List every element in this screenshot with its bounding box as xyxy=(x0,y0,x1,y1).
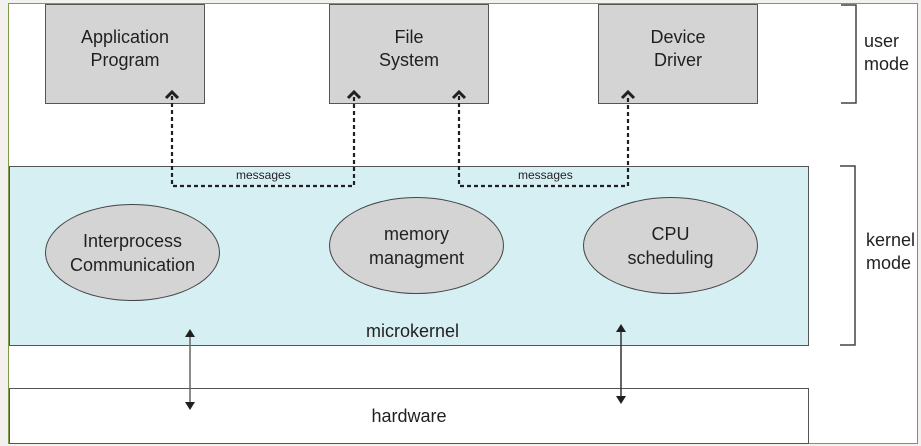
interprocess-communication-label: Interprocess Communication xyxy=(69,230,196,275)
cpu-scheduling-ellipse: CPU scheduling xyxy=(583,197,758,294)
application-program-label: Application Program xyxy=(80,27,170,70)
kernel-mode-bracket xyxy=(840,165,856,346)
cpu-scheduling-label: CPU scheduling xyxy=(627,223,714,268)
arrow-up-icon xyxy=(616,324,626,332)
arrow-down-icon xyxy=(185,402,195,410)
messages-path-app-to-fs xyxy=(170,96,356,188)
arrowhead-fs-left-icon xyxy=(346,89,362,100)
kernel-hardware-arrow-1 xyxy=(185,329,195,410)
device-driver-label: Device Driver xyxy=(650,27,706,70)
messages-label-2: messages xyxy=(518,168,573,182)
kernel-mode-label: kernel mode xyxy=(866,230,916,273)
messages-path-fs-to-driver xyxy=(457,96,630,188)
device-driver-box: Device Driver xyxy=(598,4,758,104)
arrow-down-icon xyxy=(616,396,626,404)
kernel-hardware-arrow-2 xyxy=(616,324,626,404)
arrowhead-app-icon xyxy=(164,89,180,100)
hardware-label: hardware xyxy=(371,405,447,426)
memory-management-label: memory managment xyxy=(368,223,465,268)
user-mode-label: user mode xyxy=(864,31,910,74)
memory-management-ellipse: memory managment xyxy=(329,197,504,294)
arrowhead-fs-right-icon xyxy=(451,89,467,100)
interprocess-communication-ellipse: Interprocess Communication xyxy=(45,204,220,301)
hardware-box: hardware xyxy=(9,388,809,444)
user-mode-bracket xyxy=(841,4,857,104)
application-program-box: Application Program xyxy=(45,4,205,104)
arrowhead-driver-icon xyxy=(620,89,636,100)
file-system-box: File System xyxy=(329,4,489,104)
arrow-up-icon xyxy=(185,329,195,337)
file-system-label: File System xyxy=(378,27,439,70)
microkernel-label: microkernel xyxy=(366,321,460,341)
messages-label-1: messages xyxy=(236,168,291,182)
